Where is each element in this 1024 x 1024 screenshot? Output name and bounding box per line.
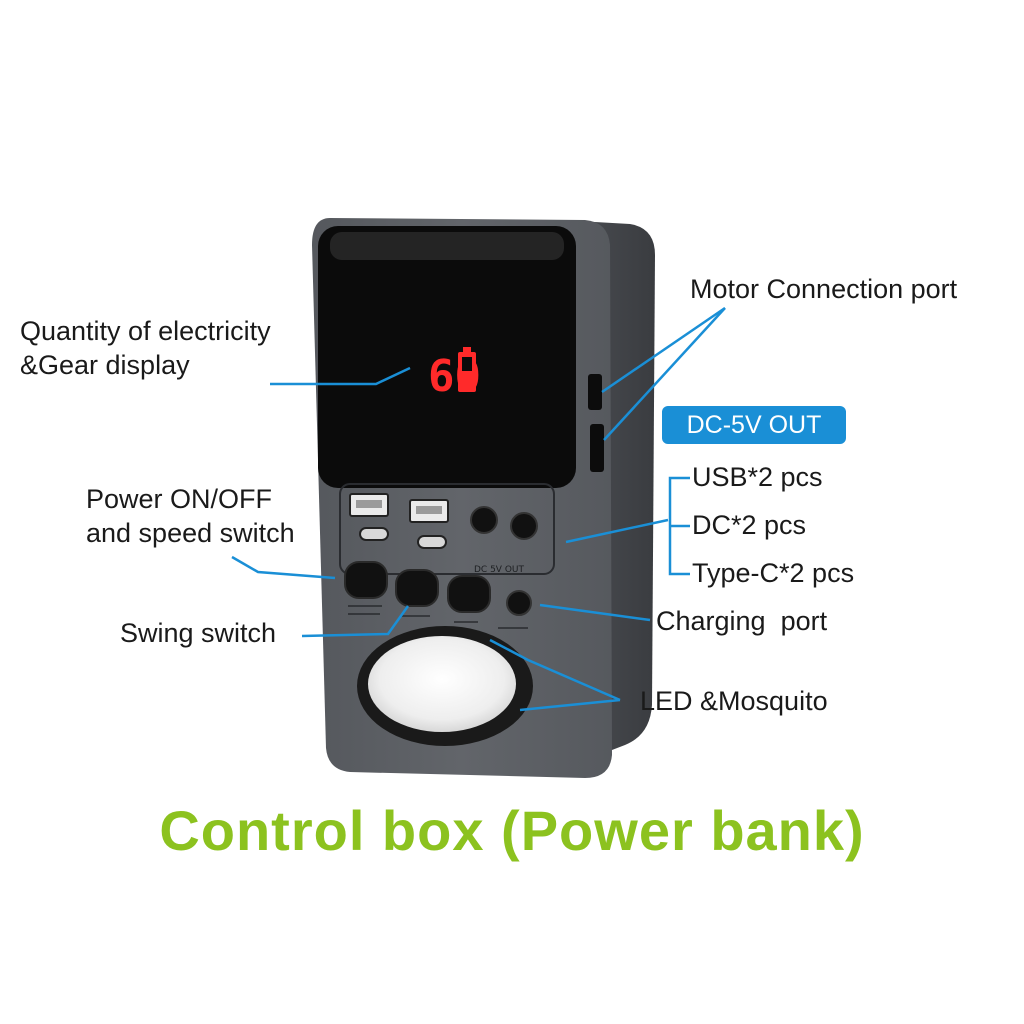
label-display-line: Quantity of electricity &Gear display: [20, 316, 271, 380]
display-glass: [318, 226, 576, 488]
label-usb: USB*2 pcs: [692, 462, 823, 492]
led-lamp: [357, 626, 533, 746]
label-motor-port: Motor Connection port: [690, 274, 958, 304]
dc-port-2: [510, 512, 538, 540]
callout-led-1: [489, 638, 621, 702]
swing-button: [395, 569, 439, 607]
power-speed-button: [344, 561, 388, 599]
label-typec: Type-C*2 pcs: [692, 558, 855, 588]
typec-port-2: [417, 535, 447, 549]
panel-print-label: DC 5V OUT: [474, 565, 524, 575]
motor-port-1: [588, 374, 602, 410]
label-led-mosquito: LED &Mosquito: [640, 686, 828, 716]
label-charging-port: Charging port: [656, 606, 828, 636]
callout-charging: [539, 603, 651, 622]
led-lamp-lens: [368, 636, 516, 732]
charging-port: [506, 590, 532, 616]
label-power-speed: Power ON/OFF and speed switch: [86, 484, 295, 548]
display-screen: 60: [318, 226, 576, 488]
label-dc: DC*2 pcs: [692, 510, 807, 540]
motor-ports: [588, 374, 604, 472]
callout-display: [270, 366, 411, 386]
callout-led-2: [519, 698, 621, 712]
label-swing: Swing switch: [120, 618, 277, 648]
callout-motor-1: [601, 306, 726, 394]
port-panel-outline: [339, 483, 555, 575]
dc-port-1: [470, 506, 498, 534]
callout-power: [231, 555, 336, 580]
port-panel: DC 5V OUT: [339, 483, 555, 575]
callout-motor-2: [603, 307, 726, 441]
light-button: [447, 575, 491, 613]
callout-swing: [301, 605, 410, 638]
page-title: Control box (Power bank): [159, 799, 865, 862]
callout-ports-link: [565, 518, 669, 544]
dc-5v-out-badge: DC-5V OUT: [662, 406, 846, 444]
control-buttons: [344, 561, 532, 629]
callout-lines: [231, 306, 726, 712]
typec-port-1: [359, 527, 389, 541]
display-reflection: [330, 232, 564, 260]
battery-icon: [458, 347, 476, 392]
motor-port-2: [590, 424, 604, 472]
